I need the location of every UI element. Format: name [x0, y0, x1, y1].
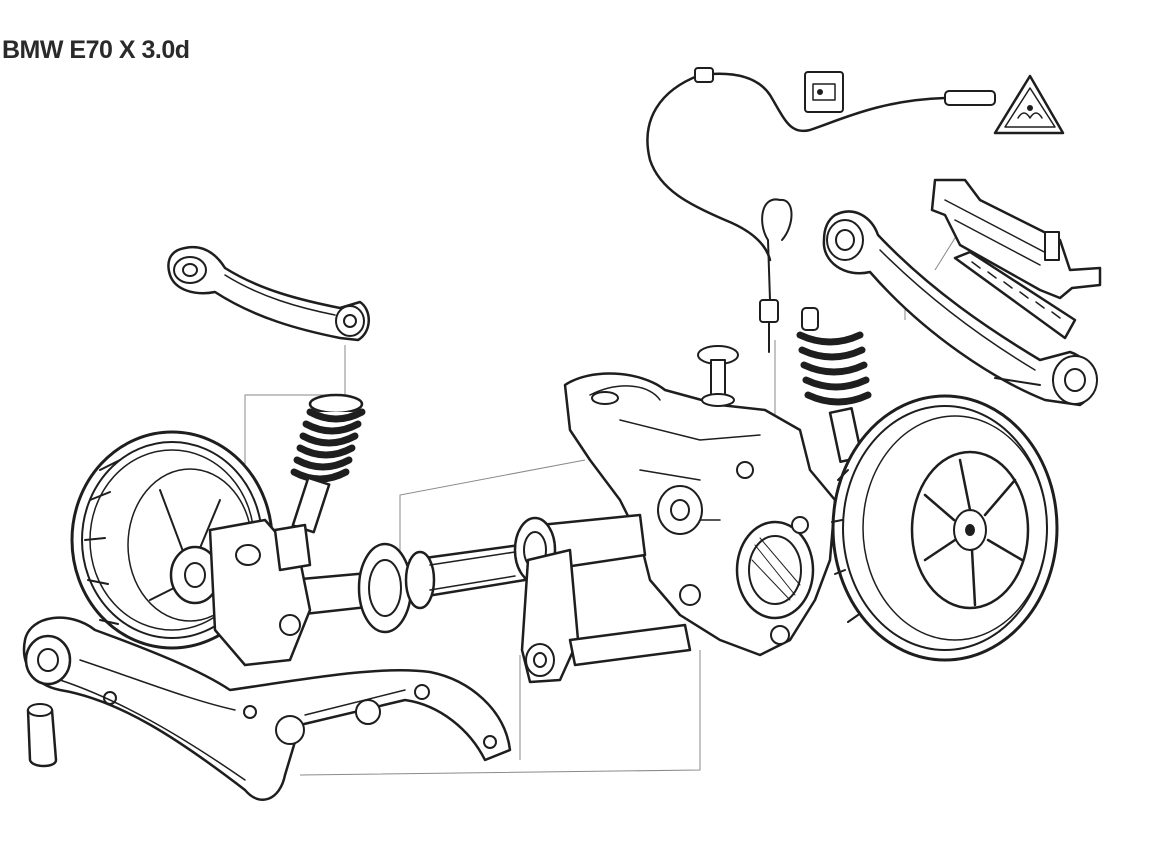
abs-sensor-cable: [646, 67, 996, 353]
mounting-bracket: [930, 178, 1102, 300]
leader-lines: [244, 229, 961, 776]
lower-trailing-link: [520, 548, 692, 684]
left-coil-spring: [273, 393, 366, 572]
diagram-title: BMW E70 X 3.0d: [2, 36, 190, 64]
drive-shaft: [288, 513, 647, 634]
right-upper-control-arm: [822, 210, 1098, 407]
lower-wishbone: [22, 616, 512, 801]
breather-cap: [697, 345, 739, 407]
left-upper-control-arm: [167, 245, 370, 342]
toothed-strip: [953, 250, 1077, 340]
rear-differential-carrier: [563, 372, 837, 657]
bushing-sleeve: [26, 703, 58, 768]
warning-triangle-icon: [993, 74, 1065, 135]
right-coil-spring: [796, 307, 872, 463]
right-wheel: [831, 394, 1059, 662]
